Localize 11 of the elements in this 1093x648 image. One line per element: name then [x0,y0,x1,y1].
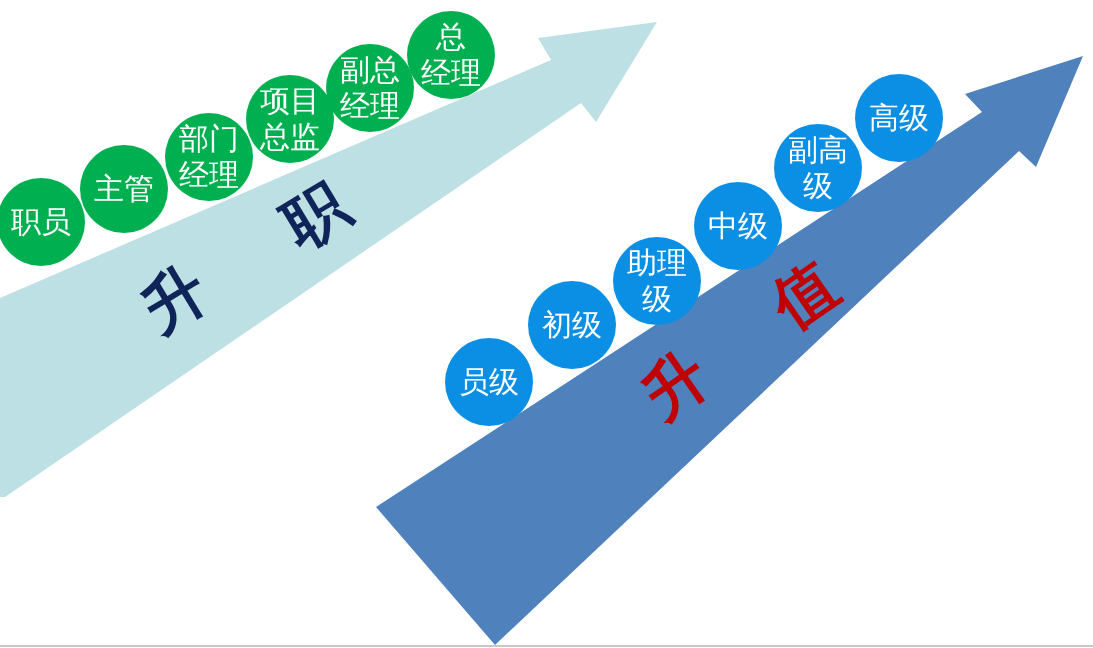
rank-circle: 副总经理 [326,44,414,132]
rank-circle: 职员 [0,178,85,266]
rank-circle: 主管 [80,145,168,233]
rank-circle: 部门经理 [165,113,253,201]
rank-circle: 副高级 [774,124,862,212]
rank-circle: 初级 [528,281,616,369]
rank-circle: 中级 [694,182,782,270]
rank-circle: 高级 [855,74,943,162]
rank-circle: 员级 [445,338,533,426]
rank-circle: 项目总监 [246,75,334,163]
rank-circle: 总经理 [407,11,495,99]
